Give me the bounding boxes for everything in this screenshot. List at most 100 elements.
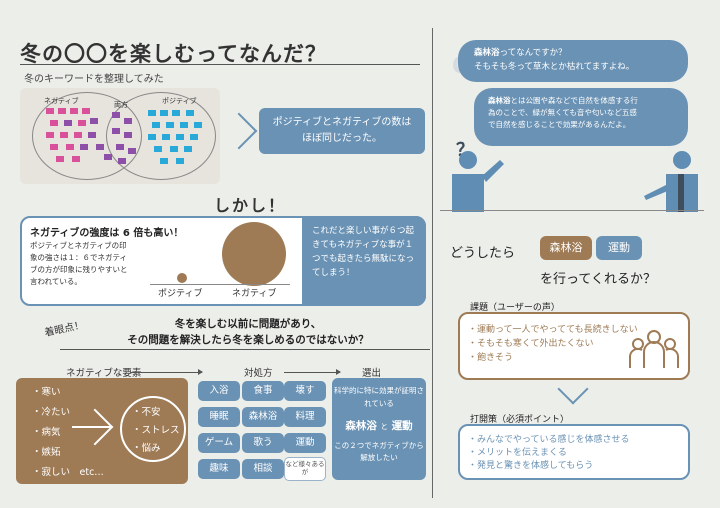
sticky-note [166, 122, 174, 128]
selection-text-1: 科学的に特に効果が証明されている [334, 386, 424, 408]
treatment-tile: 趣味 [198, 459, 240, 479]
arrow-shaft [72, 426, 112, 428]
sticky-note [46, 132, 54, 138]
solutions-box: ・みんなでやっている感じを体感させる ・メリットを伝えまくる ・発見と驚きを体感… [458, 424, 690, 480]
issues-box: ・運動って一人でやってても長続きしない ・そもそも寒くて外出たくない ・飽きそう [458, 312, 690, 380]
sticky-note [124, 118, 132, 124]
keyword-sticky-notes-photo: ネガティブ 両方 ポジティブ [20, 88, 220, 184]
arrow-right-icon [130, 369, 203, 375]
how-tail: を行ってくれるか？ [540, 272, 656, 287]
page-title: 冬の〇〇を楽しむってなんだ？ [20, 42, 327, 66]
sticky-note [180, 122, 188, 128]
key-question-underline [60, 349, 430, 350]
how-lead: どうしたら [450, 246, 516, 261]
issues-heading: 課題（ユーザーの声） [470, 303, 560, 313]
strength-body: ポジティブとネガティブの印象の強さは１：６でネガティブの方が印象に残りやすいと言… [30, 241, 128, 286]
solution-item: ・発見と驚きを体感してもらう [468, 461, 594, 471]
sticky-note [70, 108, 78, 114]
label-negative: ネガティブ [232, 289, 277, 299]
positive-ellipse [106, 92, 216, 180]
sticky-note [50, 144, 58, 150]
issue-item: ・運動って一人でやってても長続きしない [468, 325, 638, 335]
sticky-note [90, 118, 98, 124]
positive-circle [177, 273, 187, 283]
group-people-icon [629, 330, 679, 368]
negative-element: ・病気 [32, 427, 61, 438]
sticky-note [50, 120, 58, 126]
photo-label-both: 両方 [114, 101, 128, 109]
treatment-tile: ゲーム [198, 433, 240, 453]
column-divider [432, 28, 433, 498]
sticky-note [154, 146, 162, 152]
treatment-tile: 相談 [242, 459, 284, 479]
selection-box: 科学的に特に効果が証明されている 森林浴 と 運動 この２つでネガティブから解放… [332, 378, 426, 480]
sticky-note [176, 158, 184, 164]
sticky-note [116, 144, 124, 150]
treatment-tile: 運動 [284, 433, 326, 453]
sticky-note [160, 158, 168, 164]
sticky-note [194, 122, 202, 128]
solution-item: ・みんなでやっている感じを体感させる [468, 435, 630, 445]
sticky-note [64, 120, 72, 126]
section-separator [440, 210, 704, 211]
label-positive: ポジティブ [158, 289, 203, 299]
negative-element: ・冷たい [32, 407, 71, 418]
treatment-tile: 歌う [242, 433, 284, 453]
sticky-note [104, 154, 112, 160]
negative-circle [222, 222, 286, 286]
strength-conclusion: これだと楽しい事が６つ起きてもネガティブな事が１つでも起きたら無駄になってしまう… [302, 216, 426, 306]
sticky-note [112, 128, 120, 134]
sticky-note [118, 158, 126, 164]
results-circle [120, 396, 186, 462]
treatment-tile: 壊す [284, 381, 326, 401]
sticky-note [176, 134, 184, 140]
selection-picks: 森林浴 と 運動 [332, 418, 426, 433]
sticky-note [170, 146, 178, 152]
negative-result: ・ストレス [132, 425, 180, 436]
sticky-note [190, 134, 198, 140]
sticky-note [124, 132, 132, 138]
treatment-tile: 森林浴 [242, 407, 284, 427]
solutions-heading: 打開策（必須ポイント） [470, 415, 570, 425]
treatment-tile: 食事 [242, 381, 284, 401]
question-line-2: そもそも冬って草木とか枯れてますよね。 [474, 62, 635, 72]
key-question: 冬を楽しむ以前に問題があり、 その問題を解決したら冬を楽しめるのではないか？ [88, 316, 408, 348]
sticky-note [128, 148, 136, 154]
sticky-note [184, 146, 192, 152]
question-bubble: 森林浴ってなんですか？ そもそも冬って草木とか枯れてますよね。 [458, 40, 688, 82]
sticky-note [96, 144, 104, 150]
answer-bubble: 森林浴とは公園や森などで自然を体感する行 為のことで、緑が無くても音や匂いなど五… [474, 88, 688, 146]
ratio-text-1: ポジティブとネガティブの数は [272, 117, 412, 128]
sticky-note [160, 110, 168, 116]
pick-connector: と [380, 422, 389, 431]
photo-label-negative: ネガティブ [44, 97, 79, 105]
arrow-right-icon [284, 369, 341, 375]
ratio-text-2: ほぼ同じだった。 [302, 133, 382, 144]
sticky-note [112, 112, 120, 118]
treatment-tile: 料理 [284, 407, 326, 427]
treatment-tile: 入浴 [198, 381, 240, 401]
explaining-person-icon [644, 151, 698, 212]
circle-baseline [150, 284, 290, 285]
answer-line-1: 森林浴とは公園や森などで自然を体感する行 [488, 96, 638, 105]
treatment-other-tile: など様々あるが [284, 457, 326, 481]
arrow-right-icon [76, 408, 114, 446]
sticky-note [172, 110, 180, 116]
sticky-note [148, 134, 156, 140]
selection-text-2: この２つでネガティブから解放したい [334, 441, 424, 462]
sticky-note [186, 110, 194, 116]
pill-exercise: 運動 [596, 236, 642, 260]
sticky-note [78, 120, 86, 126]
pill-forest-bathing: 森林浴 [540, 236, 592, 260]
answer-line-2: 為のことで、緑が無くても音や匂いなど五感 [488, 108, 637, 117]
sticky-note [152, 122, 160, 128]
negative-result: ・悩み [132, 443, 161, 454]
pick-exercise: 運動 [391, 420, 413, 432]
issue-item: ・そもそも寒くて外出たくない [468, 339, 594, 349]
key-question-line-2: その問題を解決したら冬を楽しめるのではないか？ [127, 334, 369, 346]
however-heading: しかし！ [214, 196, 287, 215]
strength-heading: ネガティブの強度は 6 倍も高い！ [30, 228, 184, 239]
sticky-note [162, 134, 170, 140]
confused-person-icon [452, 151, 504, 212]
issue-item: ・飽きそう [468, 353, 514, 363]
